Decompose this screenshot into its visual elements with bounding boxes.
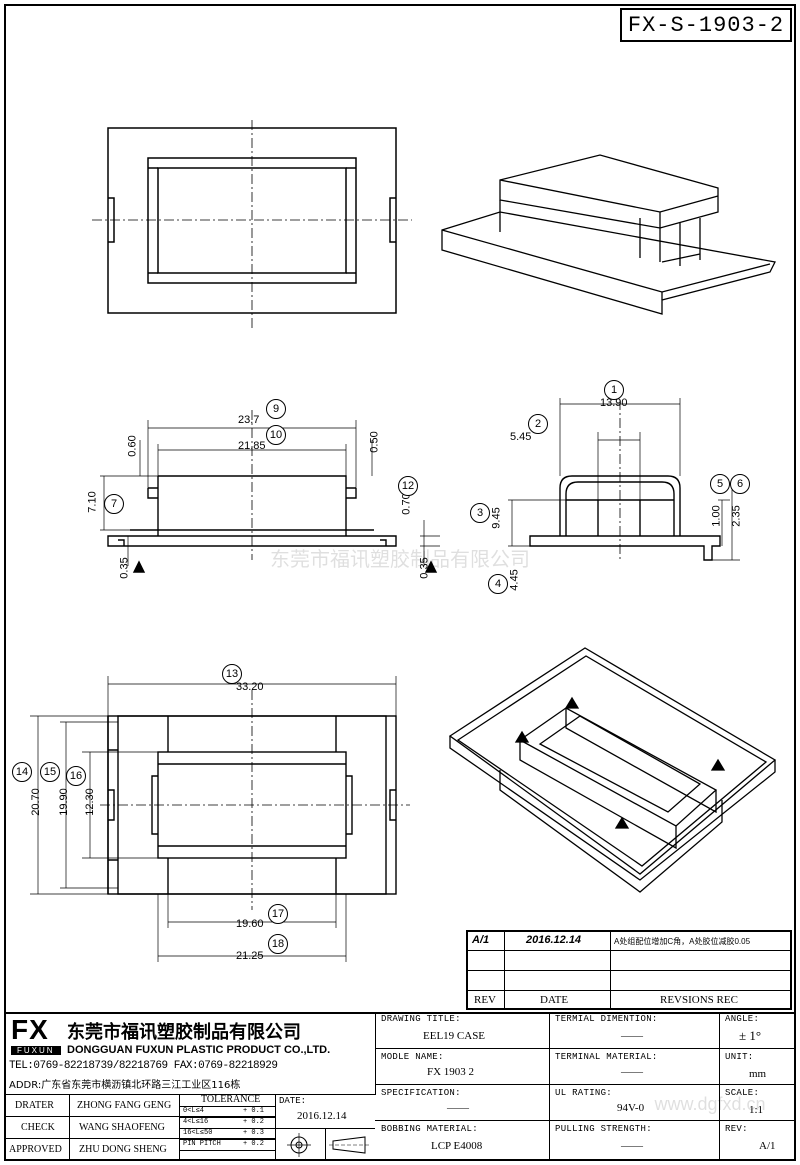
watermark-text: 东莞市福讯塑胶制品有限公司 [270, 547, 530, 571]
term-dim-label: TERMIAL DIMENTION: [555, 1014, 658, 1024]
tolerance-title: TOLERANCE [201, 1094, 261, 1105]
balloon-7: 7 [104, 494, 124, 514]
company-block: FX FUXUN 东莞市福讯塑胶制品有限公司 DONGGUAN FUXUN PL… [5, 1012, 376, 1095]
tol-val-0: + 0.1 [243, 1107, 265, 1115]
balloon-14: 14 [12, 762, 32, 782]
balloon-9: 9 [266, 399, 286, 419]
balloon-4: 4 [488, 574, 508, 594]
dim-13: 33.20 [236, 681, 264, 693]
company-name-cn: 东莞市福讯塑胶制品有限公司 [67, 1022, 301, 1043]
top-view [92, 120, 412, 330]
angle-label: ANGLE: [725, 1014, 760, 1024]
field-grid: DRAWING TITLE: EEL19 CASE MODLE NAME: FX… [375, 1012, 795, 1160]
dim-2: 5.45 [510, 431, 532, 443]
rev-header-rec: REVSIONS REC [660, 994, 738, 1006]
dim-17: 19.60 [236, 918, 264, 930]
company-addr: ADDR:广东省东莞市横沥镇北环路三江工业区116栋 [9, 1080, 241, 1091]
company-logo-sub: FUXUN [11, 1046, 61, 1055]
isometric-view-bottom [448, 647, 777, 893]
rev-header-date: DATE [540, 994, 569, 1006]
watermark: 东莞市福讯塑胶制品有限公司 www.dgfxd.cn [270, 547, 766, 1114]
drawing-title-value: EEL19 CASE [423, 1030, 486, 1042]
balloon-16: 16 [66, 766, 86, 786]
tol-range-0: 0<L≤4 [183, 1107, 205, 1115]
tol-range-1: 4<L≤16 [183, 1118, 209, 1126]
rev-value: A/1 [759, 1140, 776, 1152]
balloons: 1 2 3 4 5 6 7 9 10 12 13 14 15 16 17 18 [12, 380, 750, 954]
ul-value: 94V-0 [617, 1102, 645, 1114]
pull-value: —— [621, 1140, 643, 1152]
scale-value: 1:1 [749, 1104, 764, 1116]
balloon-6: 6 [730, 474, 750, 494]
tol-val-3: + 0.2 [243, 1140, 265, 1148]
projection-symbol-icon [287, 1133, 369, 1157]
rev-row1-date: 2016.12.14 [526, 934, 582, 946]
company-tel: TEL:0769-82218739/82218769 FAX:0769-8221… [9, 1060, 278, 1072]
balloon-15: 15 [40, 762, 60, 782]
side-view [508, 398, 740, 561]
drawing-title-label: DRAWING TITLE: [381, 1014, 461, 1024]
dim-9: 23.7 [238, 414, 260, 426]
unit-value: mm [749, 1068, 767, 1080]
name-check: WANG SHAOFENG [79, 1122, 165, 1133]
spec-value: —— [447, 1102, 469, 1114]
title-block: FX FUXUN 东莞市福讯塑胶制品有限公司 DONGGUAN FUXUN PL… [0, 1012, 800, 1165]
balloon-10: 10 [266, 425, 286, 445]
balloon-3: 3 [470, 503, 490, 523]
tol-val-2: + 0.3 [243, 1129, 265, 1137]
tol-val-1: + 0.2 [243, 1118, 265, 1126]
tol-range-2: 16<L≤50 [183, 1129, 213, 1137]
dim-18: 21.25 [236, 950, 264, 962]
ul-label: UL RATING: [555, 1088, 613, 1098]
balloon-17: 17 [268, 904, 288, 924]
name-drater: ZHONG FANG GENG [77, 1100, 172, 1111]
model-label: MODLE NAME: [381, 1052, 444, 1062]
role-check: CHECK [21, 1122, 55, 1133]
company-logo: FX [11, 1014, 49, 1045]
role-approved: APPROVED [9, 1144, 62, 1155]
term-mat-value: —— [621, 1066, 643, 1078]
bobbin-value: LCP E4008 [431, 1140, 483, 1152]
balloon-1: 1 [604, 380, 624, 400]
balloon-5: 5 [710, 474, 730, 494]
front-view [100, 410, 440, 573]
term-dim-value: —— [621, 1030, 643, 1042]
rev-row1-rev: A/1 [472, 934, 490, 946]
scale-label: SCALE: [725, 1088, 760, 1098]
balloon-13: 13 [222, 664, 242, 684]
watermark-url: www.dgfxd.cn [653, 1094, 765, 1114]
angle-value: ± 1° [739, 1028, 762, 1043]
dimension-labels: 23.7 21.85 0.60 0.50 7.10 0.70 0.35 0.35… [30, 397, 743, 962]
revision-table: A/1 2016.12.14 A处组配位增加C角，A处胶位减胶0.05 REV … [466, 930, 792, 1010]
company-name-en: DONGGUAN FUXUN PLASTIC PRODUCT CO.,LTD. [67, 1044, 331, 1056]
rev-label: REV: [725, 1124, 748, 1134]
date-label: DATE: [279, 1096, 307, 1106]
term-mat-label: TERMINAL MATERIAL: [555, 1052, 658, 1062]
balloon-2: 2 [528, 414, 548, 434]
rev-row1-rec: A处组配位增加C角，A处胶位减胶0.05 [614, 937, 751, 946]
drawing-number: FX-S-1903-2 [620, 8, 792, 42]
dim-10: 21.85 [238, 440, 266, 452]
rev-header-rev: REV [474, 994, 496, 1006]
role-drater: DRATER [15, 1100, 54, 1111]
bottom-view [30, 676, 410, 962]
spec-label: SPECIFICATION: [381, 1088, 461, 1098]
balloon-18: 18 [268, 934, 288, 954]
people-block: DRATER ZHONG FANG GENG CHECK WANG SHAOFE… [5, 1094, 375, 1160]
unit-label: UNIT: [725, 1052, 754, 1062]
isometric-view-top [441, 154, 776, 315]
balloon-12: 12 [398, 476, 418, 496]
model-value: FX 1903 2 [427, 1066, 475, 1078]
dim-1: 13.90 [600, 397, 628, 409]
pull-label: PULLING STRENGTH: [555, 1124, 652, 1134]
name-approved: ZHU DONG SHENG [79, 1144, 167, 1155]
date-value: 2016.12.14 [297, 1110, 347, 1122]
tol-range-3: PIN PITCH [183, 1140, 221, 1148]
bobbin-label: BOBBING MATERIAL: [381, 1124, 478, 1134]
